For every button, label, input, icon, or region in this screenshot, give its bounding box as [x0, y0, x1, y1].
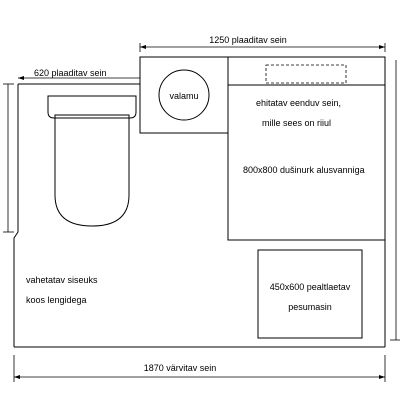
wall-label-line1: ehitatav eenduv sein, — [256, 98, 341, 108]
shower-label: 800x800 dušinurk alusvanniga — [243, 165, 365, 175]
left-vertical-dimension — [3, 83, 14, 233]
left-top-dimension-label: 620 plaaditav sein — [34, 68, 107, 78]
door-label-line2: koos lengidega — [26, 295, 87, 305]
wall-label-line2: mille sees on riiul — [262, 118, 331, 128]
sink-label: valamu — [169, 91, 198, 101]
top-dimension: 1250 plaaditav sein — [139, 35, 386, 52]
washing-machine: 450x600 pealtlaetav pesumasin — [257, 249, 363, 339]
washer-label-line2: pesumasin — [288, 302, 332, 312]
bottom-dimension-label: 1870 värvitav sein — [144, 363, 217, 373]
top-dimension-label: 1250 plaaditav sein — [209, 35, 287, 45]
niche-shelf-outline — [265, 64, 347, 84]
shower-area: ehitatav eenduv sein, mille sees on riiu… — [227, 56, 386, 241]
door-label-line1: vahetatav siseuks — [26, 275, 98, 285]
washer-label-line1: 450x600 pealtlaetav — [270, 282, 351, 292]
toilet — [47, 95, 137, 227]
sink: valamu — [139, 56, 229, 134]
right-vertical-dimension — [390, 60, 400, 341]
bottom-dimension: 1870 värvitav sein — [13, 355, 386, 382]
left-top-dimension: 620 plaaditav sein — [18, 68, 140, 80]
